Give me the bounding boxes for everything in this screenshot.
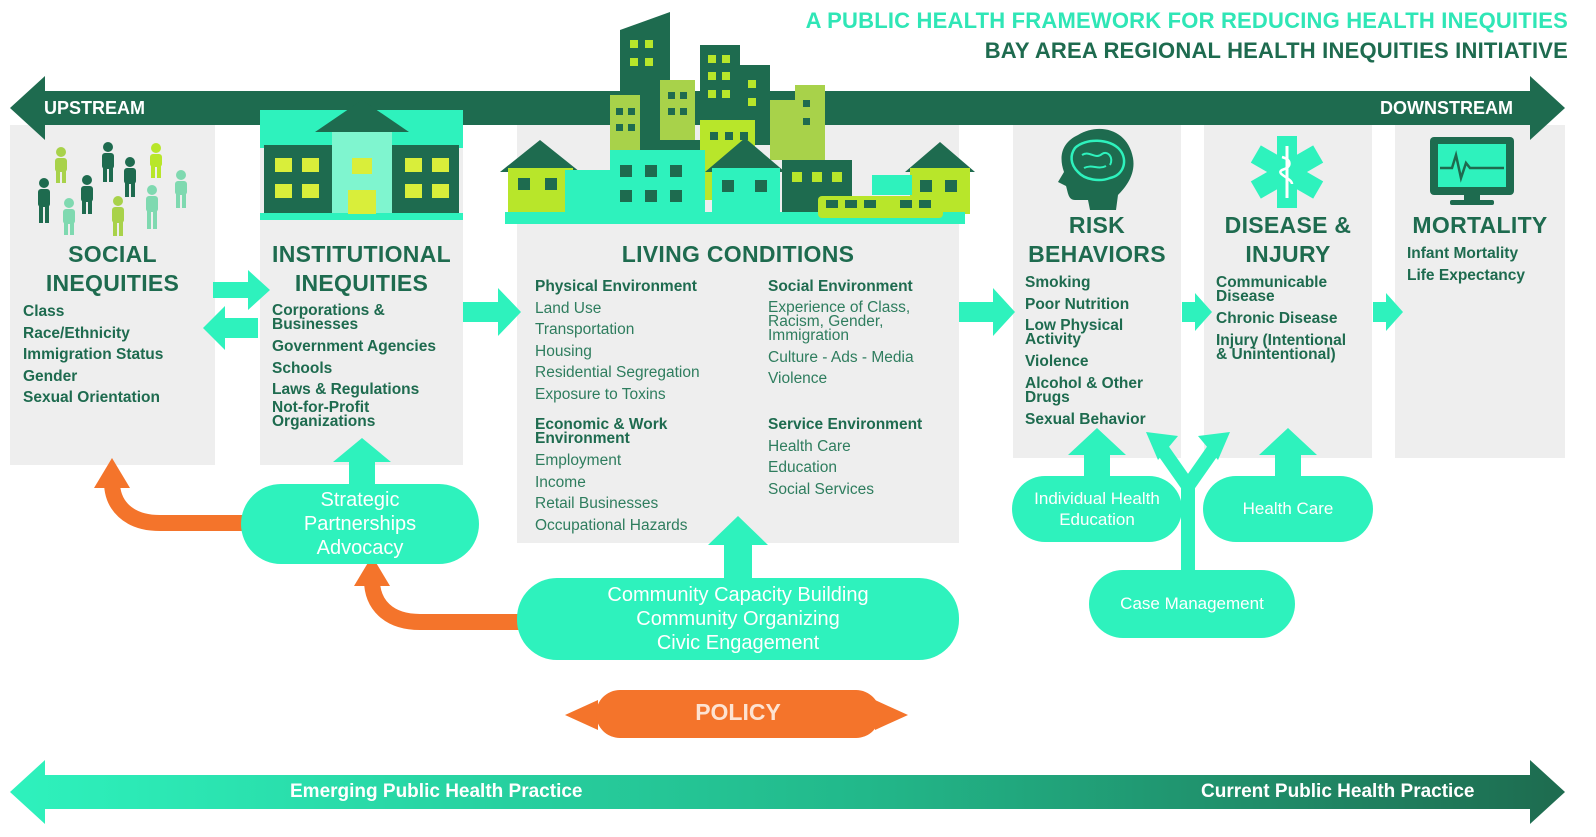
list-item: Education (768, 459, 837, 477)
list-item: Culture - Ads - Media (768, 348, 914, 366)
list-item: Businesses (272, 316, 359, 333)
list-item: Drugs (1025, 388, 1070, 406)
list-item: Health Care (768, 437, 851, 455)
list-item: Immigration Status (23, 346, 164, 363)
list-item: Sexual Behavior (1025, 410, 1146, 428)
list-item: Social Services (768, 480, 874, 498)
framework-title: A PUBLIC HEALTH FRAMEWORK FOR REDUCING H… (805, 8, 1568, 33)
institutional-to-living-arrow (463, 288, 521, 336)
service-environment-heading: Service Environment (768, 416, 923, 433)
physical-environment-list: Physical Environment Land Use Transporta… (535, 276, 700, 406)
risk-to-disease-arrow (1182, 293, 1212, 331)
risk-behaviors-title: RISK BEHAVIORS (1028, 212, 1166, 267)
current-practice-label: Current Public Health Practice (1201, 781, 1475, 802)
upstream-label: UPSTREAM (44, 98, 146, 118)
heart-monitor-icon (1430, 137, 1514, 205)
list-item: Injury (Intentional (1216, 331, 1347, 349)
social-inequities-title: SOCIAL INEQUITIES (45, 241, 180, 296)
list-item: Violence (768, 370, 828, 388)
list-item: Schools (272, 359, 333, 377)
list-item: Immigration (768, 326, 849, 344)
list-item: Not-for-Profit (272, 398, 370, 416)
emerging-practice-label: Emerging Public Health Practice (290, 781, 583, 802)
list-item: Government Agencies (272, 338, 436, 355)
practice-spectrum-arrow (10, 760, 1565, 824)
downstream-label: DOWNSTREAM (1380, 98, 1513, 118)
list-item: Exposure to Toxins (535, 385, 666, 403)
list-item: Retail Businesses (535, 495, 659, 513)
service-environment-list: Service Environment Health Care Educatio… (768, 414, 922, 500)
community-capacity-pill: Community Capacity Building Community Or… (517, 578, 959, 660)
disease-injury-list: Communicable Disease Chronic Disease Inj… (1216, 274, 1347, 366)
policy-arrow (565, 690, 908, 738)
list-item: Sexual Orientation (23, 389, 160, 406)
social-to-institutional-arrow (213, 270, 270, 310)
list-item: Life Expectancy (1407, 266, 1526, 284)
list-item: Low Physical (1025, 317, 1124, 334)
institution-building-icon (260, 100, 463, 220)
medical-star-icon (1250, 136, 1324, 208)
list-item: Class (23, 303, 65, 320)
list-item: Alcohol & Other (1025, 374, 1143, 392)
list-item: Race/Ethnicity (23, 324, 130, 342)
health-care-pill: Health Care (1203, 476, 1373, 542)
list-item: Disease (1216, 288, 1275, 305)
mortality-title: MORTALITY (1412, 212, 1548, 238)
list-item: Smoking (1025, 274, 1091, 291)
list-item: Transportation (535, 321, 635, 339)
institutional-to-social-arrow (203, 306, 258, 350)
list-item: Violence (1025, 353, 1089, 370)
economic-environment-heading-cont: Environment (535, 430, 630, 447)
social-inequities-list: Class Race/Ethnicity Immigration Status … (23, 301, 163, 409)
intervention-up-arrows (333, 428, 1317, 585)
list-item: Corporations & (272, 302, 385, 319)
city-skyline-icon (500, 12, 975, 224)
list-item: Chronic Disease (1216, 310, 1338, 327)
living-conditions-title: LIVING CONDITIONS (621, 241, 855, 267)
economic-environment-list: Economic & Work Environment Employment I… (535, 416, 688, 536)
list-item: Communicable (1216, 274, 1328, 291)
institutional-inequities-list: Corporations & Businesses Government Age… (272, 302, 436, 433)
list-item: Occupational Hazards (535, 516, 688, 534)
initiative-subtitle: BAY AREA REGIONAL HEALTH INEQUITIES INIT… (984, 38, 1568, 63)
case-management-pill: Case Management (1089, 570, 1295, 638)
economic-environment-heading: Economic & Work (535, 416, 668, 433)
risk-behaviors-list: Smoking Poor Nutrition Low Physical Acti… (1025, 272, 1146, 430)
case-management-branch-arrow (1146, 432, 1230, 572)
physical-environment-heading: Physical Environment (535, 278, 697, 295)
list-item: Land Use (535, 299, 602, 317)
mortality-list: Infant Mortality Life Expectancy (1407, 243, 1525, 286)
list-item: Residential Segregation (535, 364, 700, 382)
list-item: Racism, Gender, (768, 312, 884, 330)
list-item: Housing (535, 342, 592, 360)
list-item: Laws & Regulations (272, 381, 420, 398)
social-environment-list: Social Environment Experience of Class, … (768, 276, 914, 390)
list-item: Employment (535, 452, 622, 469)
strategic-partnerships-pill: Strategic Partnerships Advocacy (241, 484, 479, 564)
list-item: Poor Nutrition (1025, 295, 1130, 313)
brain-head-icon (1058, 128, 1134, 210)
list-item: & Unintentional) (1216, 345, 1336, 363)
institutional-inequities-title: INSTITUTIONAL INEQUITIES (272, 241, 451, 296)
list-item: Activity (1025, 331, 1081, 348)
people-group-icon (38, 142, 187, 236)
list-item: Organizations (272, 412, 376, 430)
social-environment-heading: Social Environment (768, 278, 913, 295)
list-item: Income (535, 473, 586, 491)
list-item: Experience of Class, (768, 298, 911, 316)
living-to-risk-arrow (959, 288, 1015, 336)
individual-health-education-pill: Individual Health Education (1012, 476, 1182, 542)
orange-feedback-arrows (104, 481, 520, 630)
list-item: Infant Mortality (1407, 245, 1519, 262)
disease-injury-title: DISEASE & INJURY (1224, 212, 1352, 267)
policy-label: POLICY (695, 699, 781, 725)
disease-to-mortality-arrow (1373, 293, 1403, 331)
flow-arrows (203, 270, 1403, 350)
list-item: Gender (23, 367, 78, 385)
